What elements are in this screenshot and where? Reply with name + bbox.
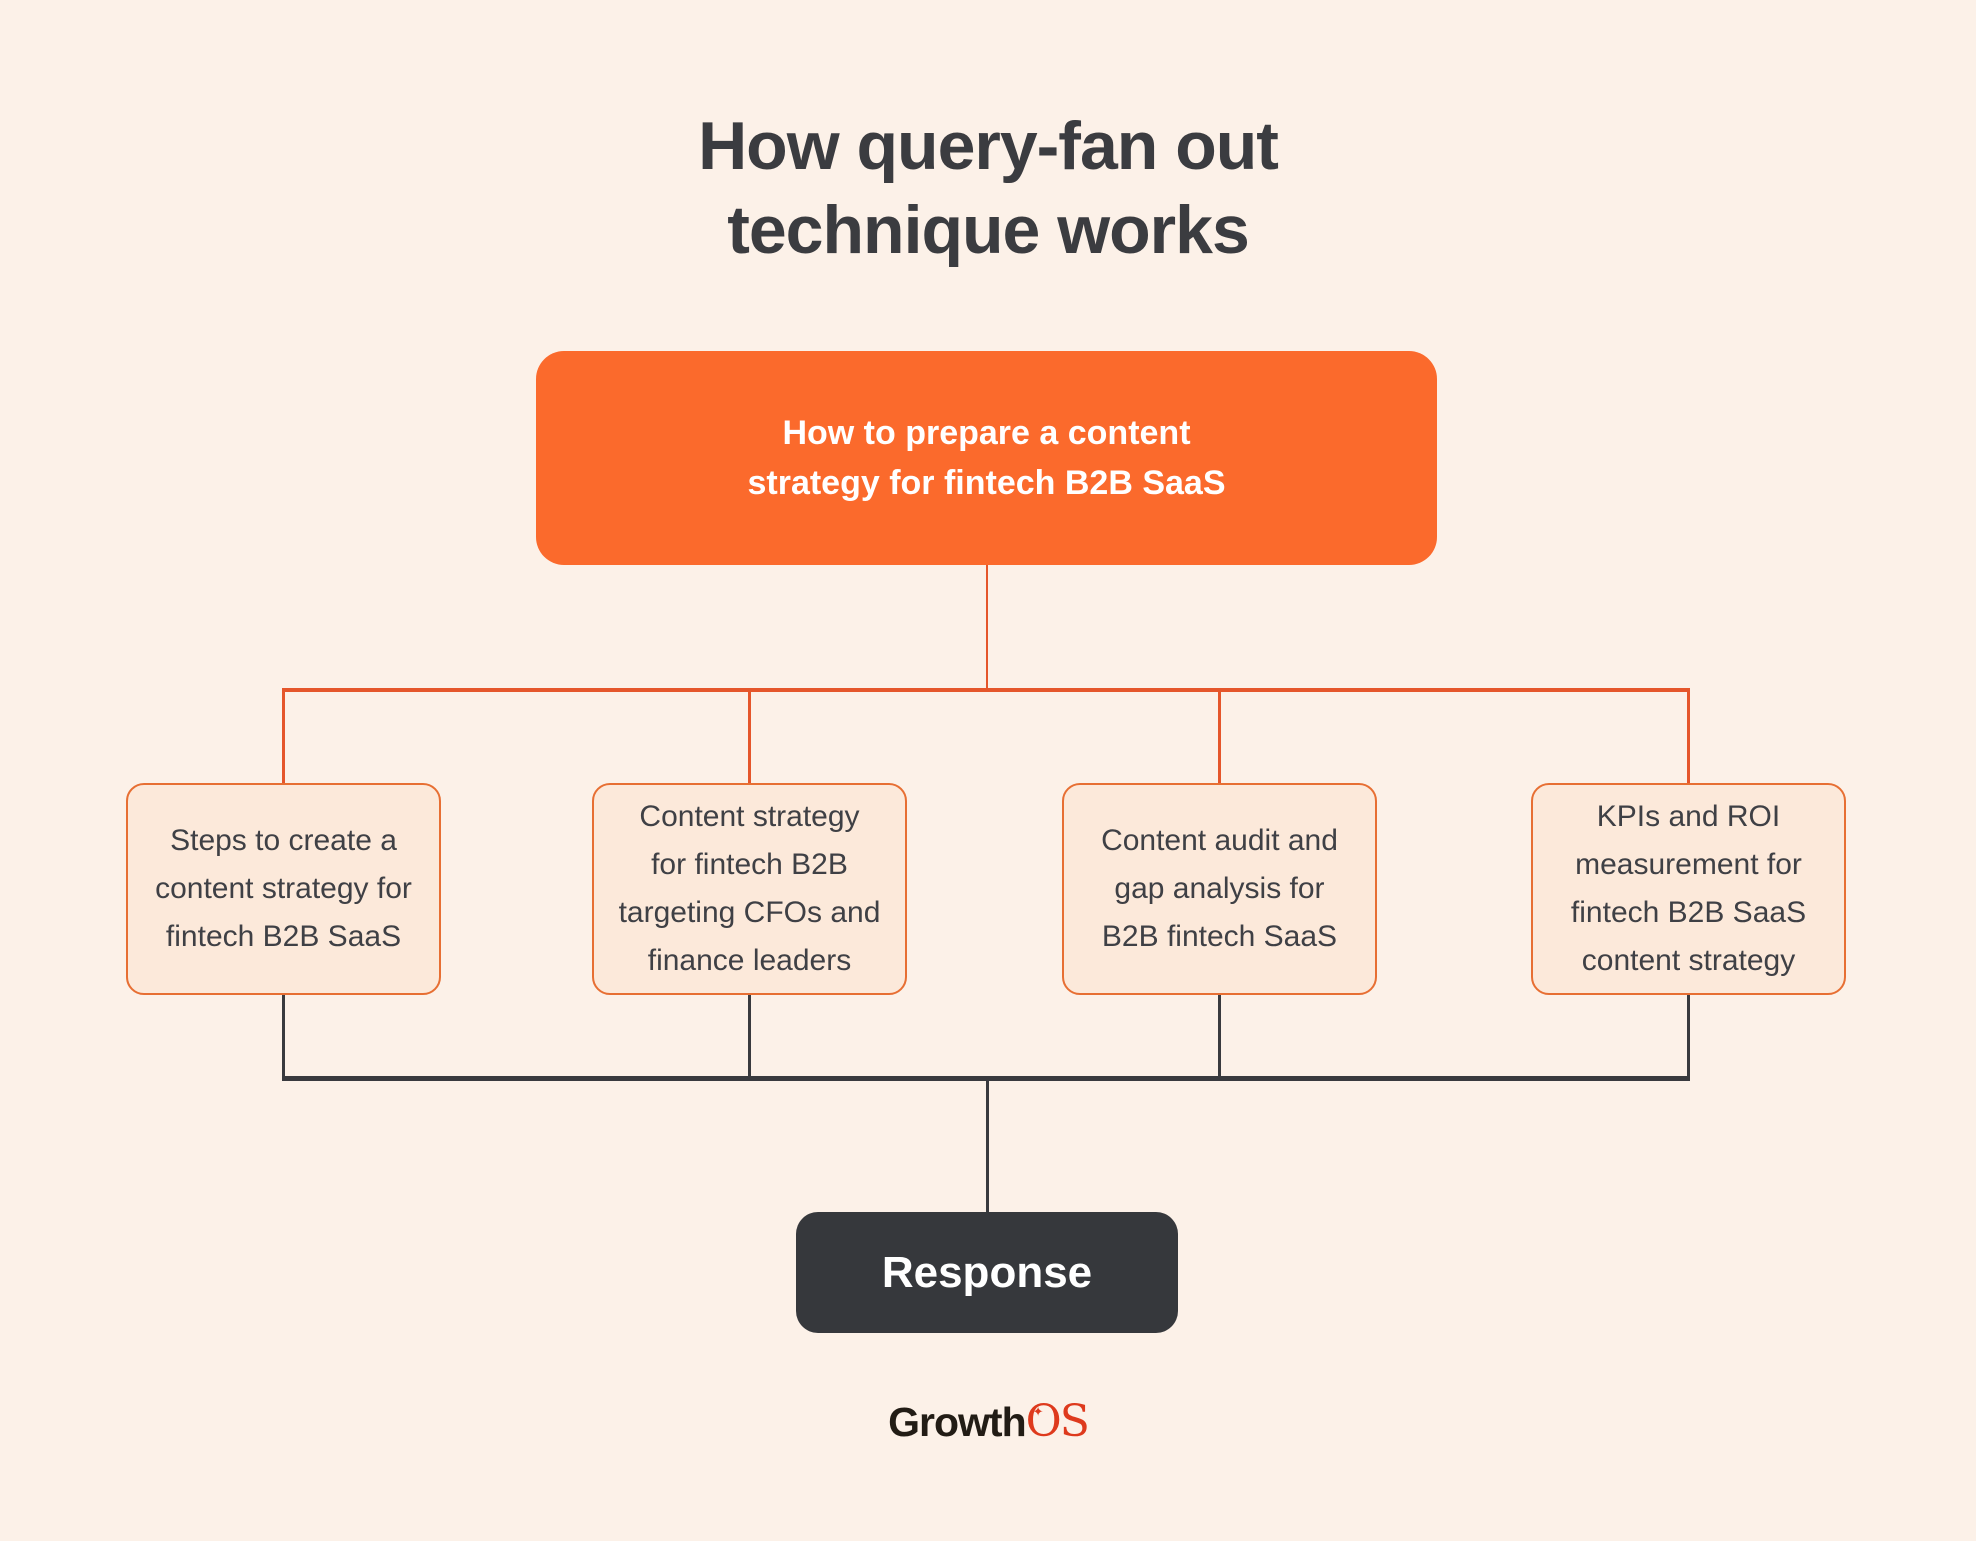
connector-orange-drop-3 — [1218, 690, 1221, 784]
logo-growth-text: Growth — [888, 1399, 1026, 1445]
logo-os-text: OS ✦ — [1025, 1396, 1090, 1447]
connector-response-drop — [986, 1081, 989, 1212]
fanout-query-node-3: Content audit and gap analysis for B2B f… — [1062, 783, 1377, 995]
connector-dark-drop-3 — [1218, 995, 1221, 1078]
logo-os-letters: OS — [1025, 1396, 1090, 1447]
fanout-query-label-4: KPIs and ROI measurement for fintech B2B… — [1570, 800, 1807, 977]
growthos-logo: Growth OS ✦ — [0, 1396, 1976, 1447]
fanout-query-label-2: Content strategy for fintech B2B targeti… — [618, 800, 881, 977]
response-label: Response — [881, 1247, 1093, 1297]
connector-orange-drop-2 — [748, 690, 751, 784]
root-query-node: How to prepare a content strategy for fi… — [536, 351, 1437, 565]
fanout-query-label-3: Content audit and gap analysis for B2B f… — [1101, 824, 1338, 953]
fanout-query-node-4: KPIs and ROI measurement for fintech B2B… — [1531, 783, 1846, 995]
fanout-query-label-1: Steps to create a content strategy for f… — [155, 824, 412, 953]
root-query-label: How to prepare a content strategy for fi… — [747, 414, 1226, 502]
connector-orange-drop-4 — [1687, 690, 1690, 784]
fanout-query-node-1: Steps to create a content strategy for f… — [126, 783, 441, 995]
page-title: How query-fan out technique works — [698, 108, 1279, 268]
connector-dark-drop-4 — [1687, 995, 1690, 1078]
sparkle-icon: ✦ — [1032, 1405, 1044, 1420]
fanout-query-node-2: Content strategy for fintech B2B targeti… — [592, 783, 907, 995]
connector-dark-drop-1 — [282, 995, 285, 1078]
connector-orange-rail — [282, 688, 1690, 692]
connector-dark-rail — [282, 1076, 1690, 1081]
response-node: Response — [796, 1212, 1178, 1333]
connector-root-drop — [986, 565, 988, 690]
connector-orange-drop-1 — [282, 690, 285, 784]
connector-dark-drop-2 — [748, 995, 751, 1078]
